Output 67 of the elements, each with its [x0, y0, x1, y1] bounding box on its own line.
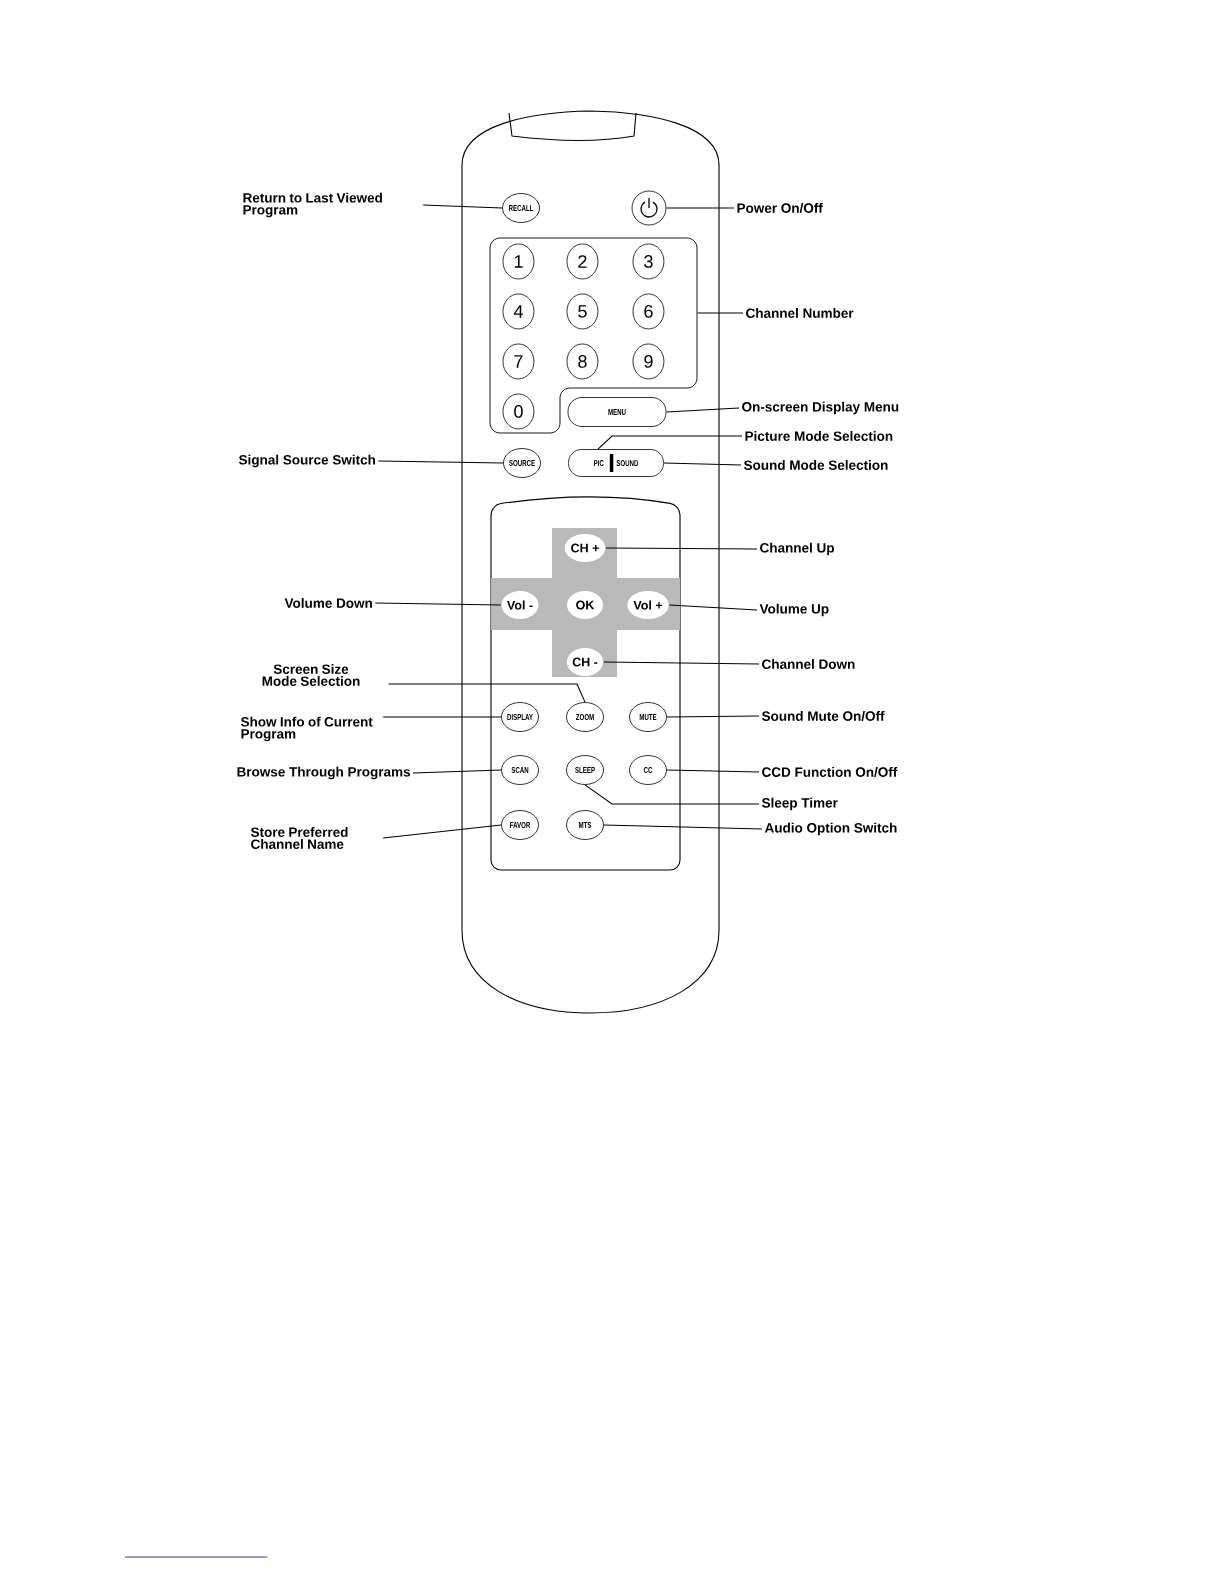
callout-text: Channel Up [760, 542, 834, 556]
button: MUTE [629, 702, 667, 732]
leader-line [603, 661, 760, 665]
callout-text: Return to Last Viewed Program [243, 192, 382, 218]
callout-text: Signal Source Switch [238, 454, 375, 468]
number-button: 3 [632, 243, 665, 280]
number-button: 1 [502, 243, 535, 280]
button: SOURCE [503, 448, 541, 478]
number-button: 4 [502, 293, 535, 330]
leader-line [412, 769, 502, 774]
leader-line [584, 784, 760, 805]
leader-line [388, 683, 586, 703]
leader-line [422, 204, 503, 209]
callout-text: Screen Size Mode Selection [262, 664, 360, 686]
power-button [631, 190, 667, 226]
pad-button: Vol + [627, 591, 669, 619]
pad-button: Vol - [501, 591, 539, 619]
callout-text: Store Preferred Channel Name [250, 827, 348, 849]
pad-button: OK [567, 591, 603, 619]
leader-line [605, 547, 758, 550]
number-button: 6 [632, 293, 665, 330]
number-button: 5 [566, 293, 599, 330]
leader-line [382, 716, 502, 718]
leader-line [666, 769, 760, 773]
number-button: 0 [502, 393, 535, 430]
button: FAVOR [501, 810, 539, 840]
leader-line [663, 462, 742, 466]
number-button: 9 [632, 343, 665, 380]
callout-text: Power On/Off [737, 202, 823, 214]
leader-line [666, 715, 760, 718]
button: SLEEP [566, 755, 604, 785]
callout-text: Volume Down [284, 598, 372, 608]
callout-text: Audio Option Switch [764, 822, 897, 836]
leader-line [665, 407, 740, 413]
leader-line [382, 824, 502, 839]
callout-text: Sound Mode Selection [743, 460, 888, 470]
leader-line [377, 460, 504, 464]
button: DISPLAY [501, 702, 539, 732]
number-button: 2 [566, 243, 599, 280]
button: MTS [566, 810, 604, 840]
button: SCAN [501, 755, 539, 785]
number-button: 8 [566, 343, 599, 380]
pad-button: CH + [564, 534, 606, 562]
mode-button: PIC SOUND [568, 449, 664, 477]
number-button: 7 [502, 343, 535, 380]
callout-text: Channel Number [746, 308, 854, 318]
menu-button: MENU [567, 397, 667, 427]
callout-text: On-screen Display Menu [742, 401, 899, 415]
callout-text: Channel Down [762, 659, 855, 669]
callout-text: Show Info of Current Program [240, 716, 373, 742]
leader-line [665, 207, 735, 209]
leader-line [668, 604, 758, 611]
callout-text: Volume Up [759, 603, 829, 617]
button: RECALL [502, 193, 540, 223]
leader-line [597, 435, 743, 450]
callout-text: CCD Function On/Off [762, 767, 898, 778]
number-panel [489, 237, 698, 434]
leader-line [697, 312, 744, 314]
callout-text: Sound Mute On/Off [761, 711, 885, 722]
callout-text: Browse Through Programs [237, 766, 410, 780]
button: CC [629, 755, 667, 785]
callout-text: Picture Mode Selection [745, 431, 893, 441]
leader-line [374, 602, 502, 606]
leader-line [603, 824, 763, 830]
button: ZOOM [566, 702, 604, 732]
callout-text: Sleep Timer [761, 797, 838, 811]
pad-button: CH - [566, 648, 604, 676]
